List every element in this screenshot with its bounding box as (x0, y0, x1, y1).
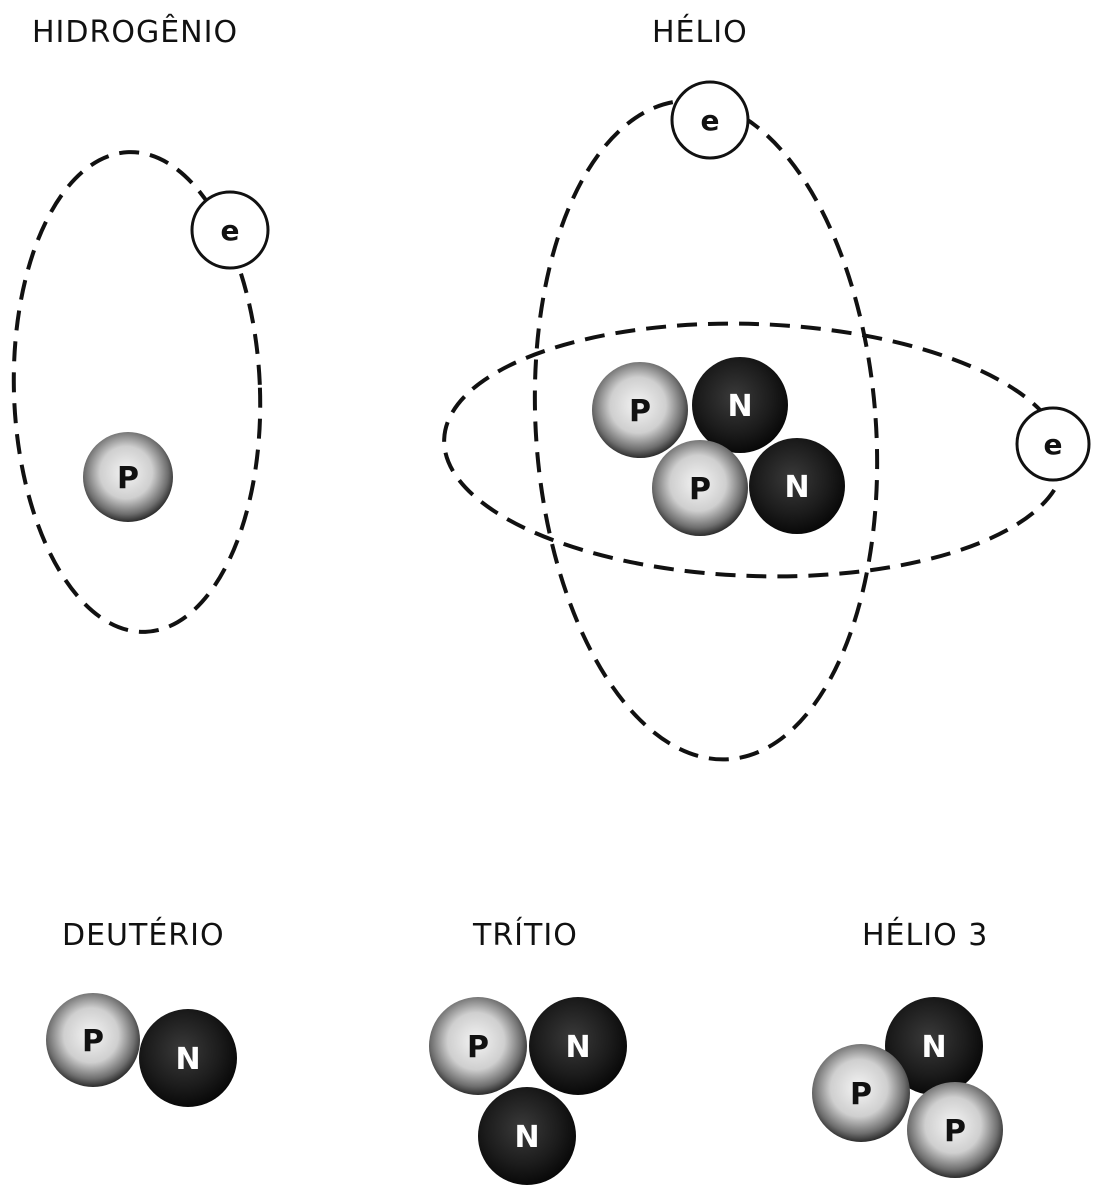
electron-label: e (1044, 428, 1063, 461)
proton-label: P (82, 1024, 104, 1059)
neutron: N (885, 997, 983, 1095)
tritium-label: TRÍTIO (472, 917, 578, 953)
proton: P (592, 362, 688, 458)
helium-orbit-vertical (532, 98, 880, 762)
neutron-label: N (565, 1030, 590, 1065)
proton-label: P (689, 472, 711, 507)
proton-label: P (850, 1077, 872, 1112)
proton: P (429, 997, 527, 1095)
proton-label: P (117, 461, 139, 496)
neutron-label: N (727, 389, 752, 424)
neutron-label: N (514, 1120, 539, 1155)
hydrogen-label: HIDROGÊNIO (32, 14, 238, 50)
electron: e (1015, 406, 1091, 482)
neutron: N (692, 357, 788, 453)
neutron: N (478, 1087, 576, 1185)
deuterium-label: DEUTÉRIO (62, 917, 225, 953)
proton: P (907, 1082, 1003, 1178)
proton: P (812, 1044, 910, 1142)
neutron-label: N (921, 1030, 946, 1065)
hydrogen-atom: e P (11, 150, 270, 634)
neutron: N (529, 997, 627, 1095)
neutron-label: N (784, 470, 809, 505)
helium3-nucleus: N P P (812, 997, 1003, 1178)
neutron-label: N (175, 1042, 200, 1077)
neutron: N (749, 438, 845, 534)
proton: P (652, 440, 748, 536)
hydrogen-orbit (11, 150, 263, 634)
proton-label: P (944, 1114, 966, 1149)
electron-label: e (701, 104, 720, 137)
electron: e (670, 80, 750, 160)
proton: P (83, 432, 173, 522)
proton: P (46, 993, 140, 1087)
helium-atom: e e P N N P (442, 80, 1091, 762)
proton-label: P (629, 394, 651, 429)
electron-label: e (221, 214, 240, 247)
helium-label: HÉLIO (652, 14, 748, 50)
deuterium-nucleus: P N (46, 993, 237, 1107)
proton-label: P (467, 1030, 489, 1065)
helium-nucleus: P N N P (592, 357, 845, 536)
helium3-label: HÉLIO 3 (862, 917, 988, 953)
electron: e (190, 190, 270, 270)
neutron: N (139, 1009, 237, 1107)
tritium-nucleus: N P N (429, 997, 627, 1185)
